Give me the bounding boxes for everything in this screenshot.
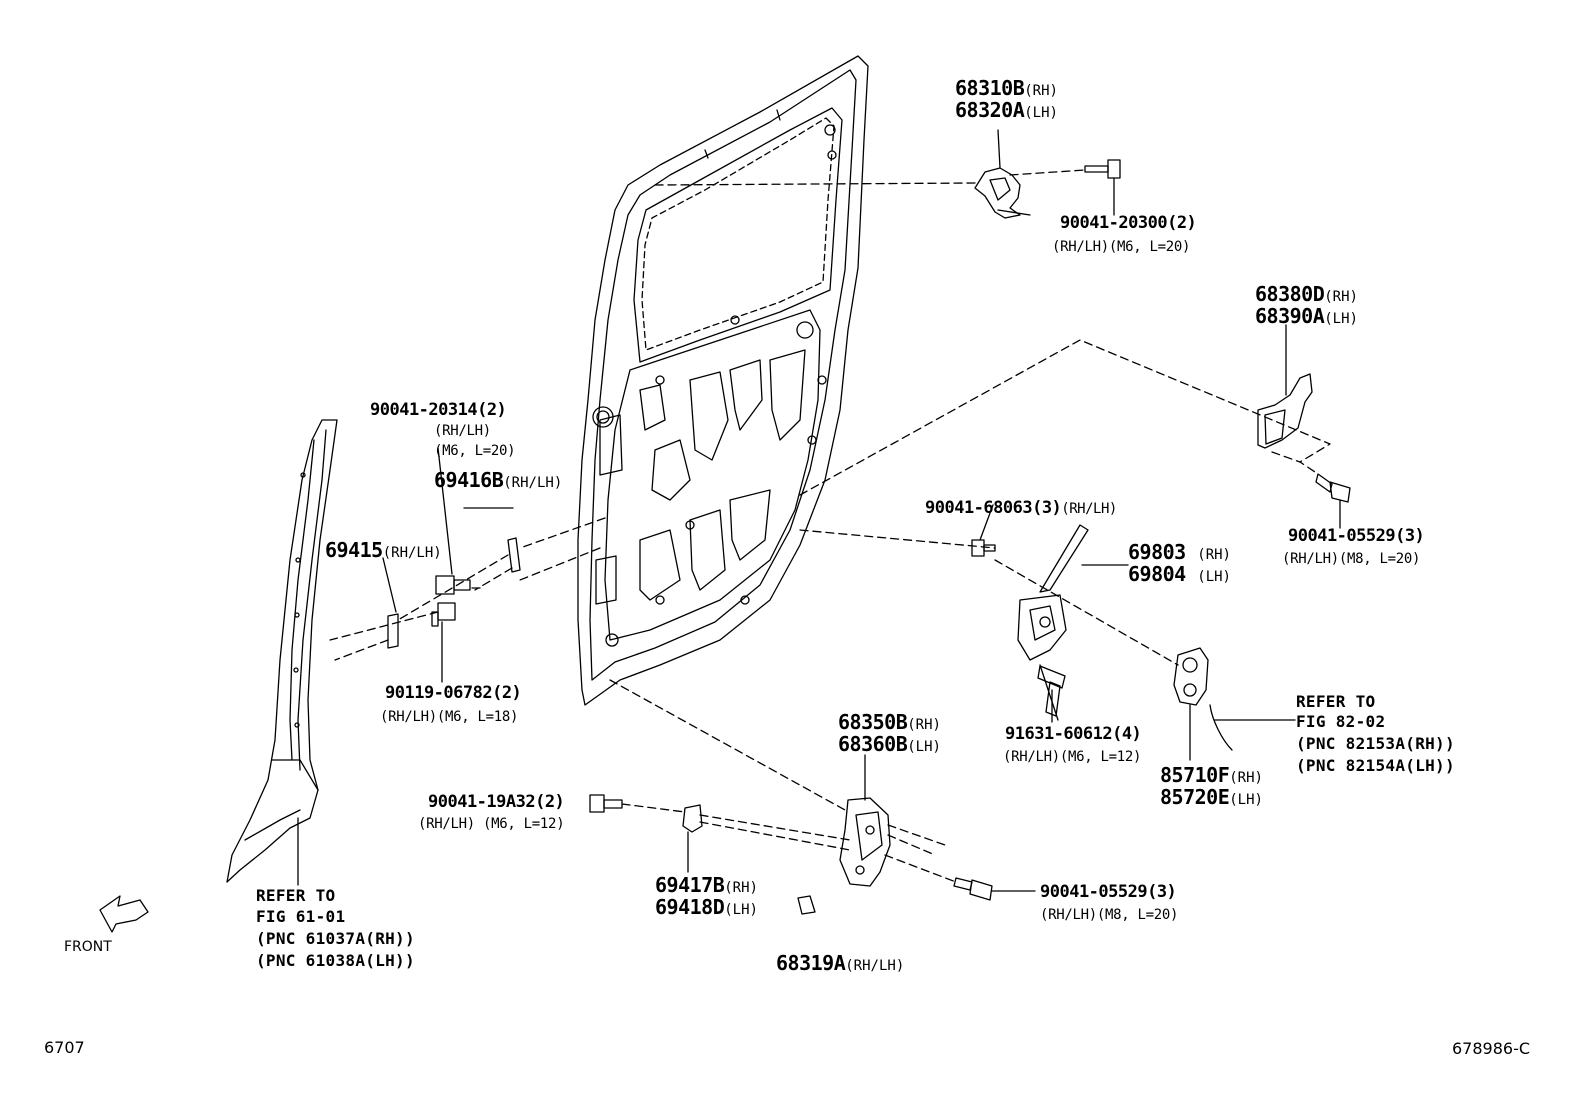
label-68320A: 68320A(LH) xyxy=(955,98,1058,122)
label-90041-05529-lower: 90041-05529(3) xyxy=(1040,882,1177,902)
figure-number: 6707 xyxy=(44,1038,85,1057)
label-68350B: 68350B(RH) xyxy=(838,710,941,734)
label-90041-68063: 90041-68063(3)(RH/LH) xyxy=(925,498,1117,518)
door-lock-latch xyxy=(839,754,891,887)
spec-90119-06782: (RH/LH)(M6, L=18) xyxy=(380,709,519,725)
refer-fig-61-01-3: (PNC 61037A(RH)) xyxy=(256,929,415,948)
label-69804: 69804 (LH) xyxy=(1128,562,1231,586)
clip-68319A xyxy=(797,895,816,915)
pillar-panel xyxy=(226,419,338,886)
spec2-90041-20314: (M6, L=20) xyxy=(434,443,516,459)
sliding-door-panel xyxy=(577,55,869,706)
label-68380D: 68380D(RH) xyxy=(1255,282,1358,306)
label-90041-20314: 90041-20314(2) xyxy=(370,400,507,420)
label-68390A: 68390A(LH) xyxy=(1255,304,1358,328)
label-91631-60612: 91631-60612(4) xyxy=(1005,724,1142,744)
label-90119-06782: 90119-06782(2) xyxy=(385,683,522,703)
spec-90041-05529-upper: (RH/LH)(M8, L=20) xyxy=(1282,551,1421,567)
bolt-91631-60612 xyxy=(1037,665,1066,723)
label-68310B: 68310B(RH) xyxy=(955,76,1058,100)
bolt-90041-05529-lower xyxy=(953,877,1036,901)
plate-69415 xyxy=(382,557,399,649)
alignment-lines xyxy=(329,169,1331,883)
refer-fig-82-02-4: (PNC 82154A(LH)) xyxy=(1296,756,1455,775)
refer-fig-61-01-1: REFER TO xyxy=(256,886,336,905)
bolt-90041-68063 xyxy=(971,539,996,557)
label-69416B: 69416B(RH/LH) xyxy=(434,468,563,492)
window-regulator xyxy=(1017,524,1129,661)
bolt-90041-19A32 xyxy=(589,794,623,813)
upper-hinge xyxy=(974,129,1021,219)
illustration-id: 678986-C xyxy=(1452,1039,1531,1058)
door-striker xyxy=(682,804,703,873)
refer-fig-61-01-2: FIG 61-01 xyxy=(256,907,346,926)
label-69415: 69415(RH/LH) xyxy=(325,538,442,562)
bolt-90041-05529-upper xyxy=(1315,473,1351,529)
label-90041-20300: 90041-20300(2) xyxy=(1060,213,1197,233)
bolt-90041-20300 xyxy=(1084,159,1121,216)
label-68360B: 68360B(LH) xyxy=(838,732,941,756)
plate-69416B xyxy=(463,507,521,573)
label-68319A: 68319A(RH/LH) xyxy=(776,951,905,975)
bolt-90041-20314 xyxy=(435,447,471,595)
bolt-90119-06782 xyxy=(431,602,456,683)
label-69418D: 69418D(LH) xyxy=(655,895,758,919)
door-motor xyxy=(1173,647,1296,761)
spec-90041-19A32: (RH/LH) (M6, L=12) xyxy=(418,816,565,832)
spec-90041-05529-lower: (RH/LH)(M8, L=20) xyxy=(1040,907,1179,923)
label-69417B: 69417B(RH) xyxy=(655,873,758,897)
front-arrow-icon xyxy=(99,895,149,933)
refer-fig-82-02-3: (PNC 82153A(RH)) xyxy=(1296,734,1455,753)
label-90041-19A32: 90041-19A32(2) xyxy=(428,792,565,812)
label-69803: 69803 (RH) xyxy=(1128,540,1231,564)
refer-fig-82-02-2: FIG 82-02 xyxy=(1296,712,1386,731)
label-85710F: 85710F(RH) xyxy=(1160,763,1263,787)
spec-90041-20300: (RH/LH)(M6, L=20) xyxy=(1052,239,1191,255)
spec1-90041-20314: (RH/LH) xyxy=(434,423,491,439)
label-90041-05529-upper: 90041-05529(3) xyxy=(1288,526,1425,546)
label-85720E: 85720E(LH) xyxy=(1160,785,1263,809)
refer-fig-82-02-1: REFER TO xyxy=(1296,692,1376,711)
spec-91631-60612: (RH/LH)(M6, L=12) xyxy=(1003,749,1142,765)
front-label: FRONT xyxy=(64,939,112,955)
lower-rear-hinge xyxy=(1257,324,1313,449)
refer-fig-61-01-4: (PNC 61038A(LH)) xyxy=(256,951,415,970)
